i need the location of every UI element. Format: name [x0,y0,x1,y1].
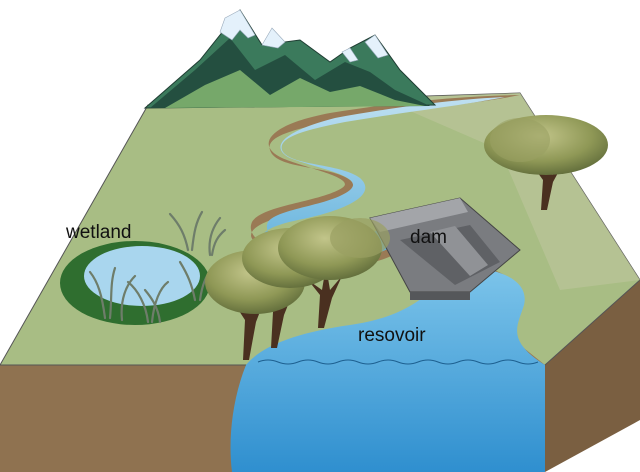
reservoir-ripples [257,359,539,365]
mountain-range [143,9,437,109]
wetland-label: wetland [66,222,132,243]
tree-right [484,115,608,210]
tree-grove [205,216,390,360]
soil-front-face [0,365,246,472]
dam-label: dam [410,227,447,248]
far-field [380,93,640,290]
reservoir-label: resovoir [358,325,426,346]
soil-right-face [545,280,640,472]
reservoir-water [230,268,545,472]
dam-structure [369,197,521,300]
